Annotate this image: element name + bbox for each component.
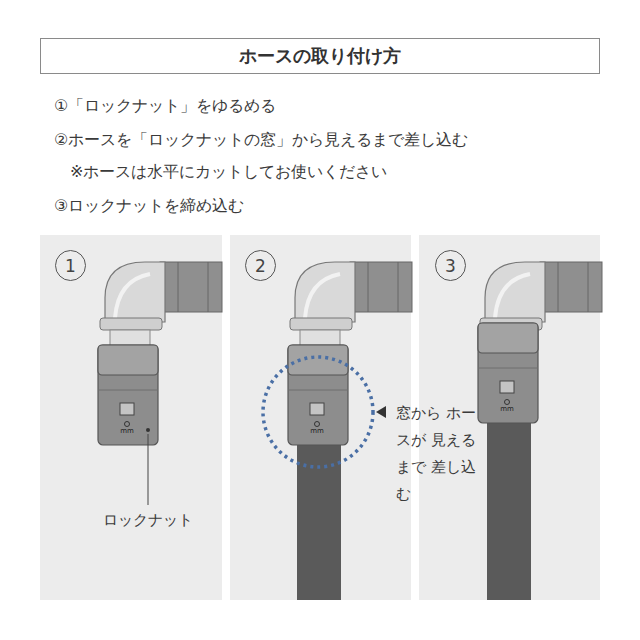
callout-number: 3 bbox=[435, 250, 466, 281]
instruction-text: ③ロックナットを締め込む bbox=[54, 196, 244, 215]
unit-mark: mm bbox=[500, 405, 514, 413]
instruction-text: ①「ロックナット」をゆるめる bbox=[54, 96, 276, 115]
title-text: ホースの取り付け方 bbox=[239, 44, 401, 68]
instruction-text: ②ホースを「ロックナットの窓」から見えるまで差し込む bbox=[54, 130, 468, 149]
unit-mark: mm bbox=[120, 427, 134, 435]
unit-mark: mm bbox=[310, 427, 324, 435]
callout-number-text: 2 bbox=[255, 256, 266, 276]
callout-number-text: 3 bbox=[445, 256, 456, 276]
callout-number: 1 bbox=[55, 250, 86, 281]
part-label: ロックナット bbox=[103, 511, 193, 529]
instruction-text: ※ホースは水平にカットしてお使いください bbox=[70, 162, 387, 181]
title-box: ホースの取り付け方 bbox=[40, 38, 600, 74]
callout-number-text: 1 bbox=[65, 256, 76, 276]
callout-number: 2 bbox=[245, 250, 276, 281]
callout-note: 窓から ホースが 見えるまで 差し込む bbox=[396, 400, 486, 508]
